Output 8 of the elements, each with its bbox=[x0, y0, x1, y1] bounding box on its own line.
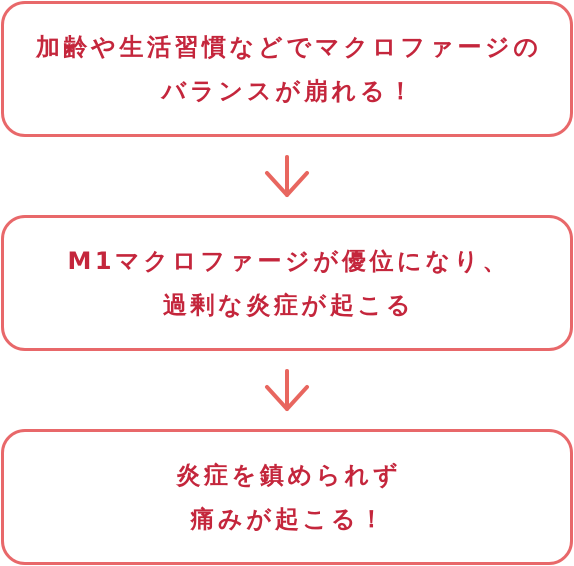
process-box bbox=[1, 215, 573, 351]
node-text: 加齢や生活習慣などでマクロファージのバランスが崩れる！ bbox=[34, 32, 543, 107]
process-box bbox=[1, 1, 573, 137]
process-box bbox=[1, 429, 573, 565]
node-text: 炎症を鎮められず痛みが起こる！ bbox=[175, 460, 402, 535]
arrow bbox=[265, 369, 309, 411]
node-text: M1マクロファージが優位になり、過剰な炎症が起こる bbox=[66, 246, 510, 321]
arrow bbox=[265, 155, 309, 197]
